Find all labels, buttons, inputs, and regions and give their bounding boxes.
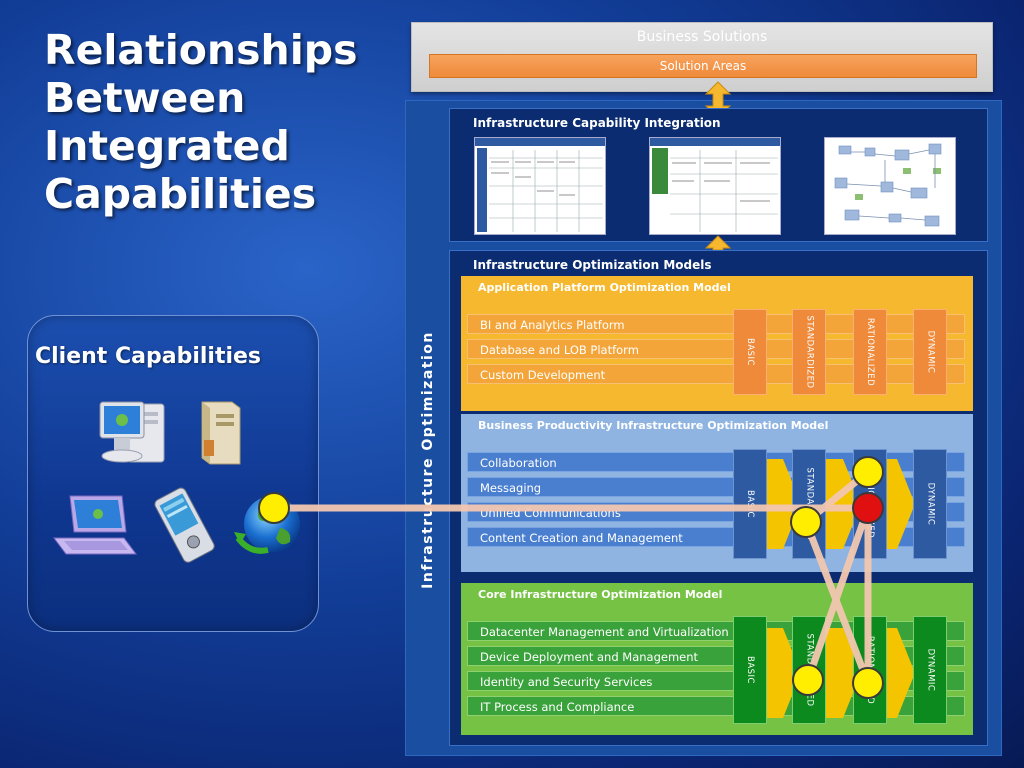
title-line-2: Between	[44, 74, 246, 122]
integration-table-thumbnail-2	[649, 137, 781, 235]
app-stage-basic: BASIC	[733, 309, 767, 395]
application-platform-model-title: Application Platform Optimization Model	[478, 281, 731, 294]
infrastructure-optimization-label-wrap: Infrastructure Optimization	[410, 331, 446, 589]
app-stage-basic-label: BASIC	[744, 338, 755, 366]
bp-stage-basic: BASIC	[733, 449, 767, 559]
core-infrastructure-model-title: Core Infrastructure Optimization Model	[478, 588, 723, 601]
core-stage-dynamic: DYNAMIC	[913, 616, 947, 724]
integration-table-thumbnail-1	[474, 137, 606, 235]
business-productivity-model-title: Business Productivity Infrastructure Opt…	[478, 419, 829, 432]
globe-icon	[234, 496, 300, 554]
app-row-custom-dev: Custom Development	[467, 364, 965, 384]
page-title: Relationships Between Integrated Capabil…	[44, 26, 374, 218]
core-infrastructure-model: Core Infrastructure Optimization Model D…	[461, 583, 973, 735]
bp-stage-rationalized: RATIONALIZED	[853, 449, 887, 559]
business-solutions-box: Business Solutions Solution Areas	[411, 22, 993, 92]
title-line-4: Capabilities	[44, 170, 317, 218]
up-arrow-icon	[704, 235, 732, 251]
desktop-pc-icon	[99, 401, 165, 463]
pda-icon	[154, 487, 215, 563]
client-capabilities-box: Client Capabilities	[27, 315, 319, 632]
bp-chevron-arrows	[765, 459, 915, 549]
core-stage-basic-label: BASIC	[744, 656, 755, 684]
business-solutions-title: Business Solutions	[636, 29, 768, 45]
client-capabilities-title: Client Capabilities	[35, 344, 262, 369]
server-icon	[201, 401, 241, 465]
integration-diagram-thumbnail	[824, 137, 956, 235]
core-chevron-arrows	[765, 628, 915, 718]
core-stage-dynamic-label: DYNAMIC	[925, 648, 936, 692]
business-productivity-model: Business Productivity Infrastructure Opt…	[461, 414, 973, 572]
core-stage-rationalized: RATIONALIZED	[853, 616, 887, 724]
bp-stage-standardized-label: STANDARDIZED	[804, 467, 815, 541]
app-stage-dynamic-label: DYNAMIC	[925, 330, 936, 374]
core-stage-basic: BASIC	[733, 616, 767, 724]
app-row-bi: BI and Analytics Platform	[467, 314, 965, 334]
core-stage-standardized: STANDARDIZED	[792, 616, 826, 724]
app-stage-standardized: STANDARDIZED	[792, 309, 826, 395]
bp-stage-basic-label: BASIC	[744, 490, 755, 518]
app-row-database: Database and LOB Platform	[467, 339, 965, 359]
app-stage-standardized-label: STANDARDIZED	[804, 315, 815, 389]
app-stage-rationalized: RATIONALIZED	[853, 309, 887, 395]
capability-integration-title: Infrastructure Capability Integration	[473, 116, 721, 130]
capability-integration-panel: Infrastructure Capability Integration	[449, 108, 988, 242]
bp-stage-rationalized-label: RATIONALIZED	[865, 469, 876, 539]
infrastructure-optimization-label: Infrastructure Optimization	[420, 331, 436, 589]
solution-areas-bar: Solution Areas	[429, 54, 977, 78]
optimization-models-title: Infrastructure Optimization Models	[473, 258, 712, 272]
app-stage-dynamic: DYNAMIC	[913, 309, 947, 395]
application-platform-model: Application Platform Optimization Model …	[461, 276, 973, 411]
bp-stage-dynamic-label: DYNAMIC	[925, 482, 936, 526]
core-stage-standardized-label: STANDARDIZED	[804, 633, 815, 707]
bp-stage-dynamic: DYNAMIC	[913, 449, 947, 559]
laptop-icon	[53, 495, 137, 555]
app-stage-rationalized-label: RATIONALIZED	[865, 317, 876, 387]
title-line-3: Integrated	[44, 122, 290, 170]
core-stage-rationalized-label: RATIONALIZED	[865, 635, 876, 705]
bp-stage-standardized: STANDARDIZED	[792, 449, 826, 559]
title-line-1: Relationships	[44, 26, 358, 74]
